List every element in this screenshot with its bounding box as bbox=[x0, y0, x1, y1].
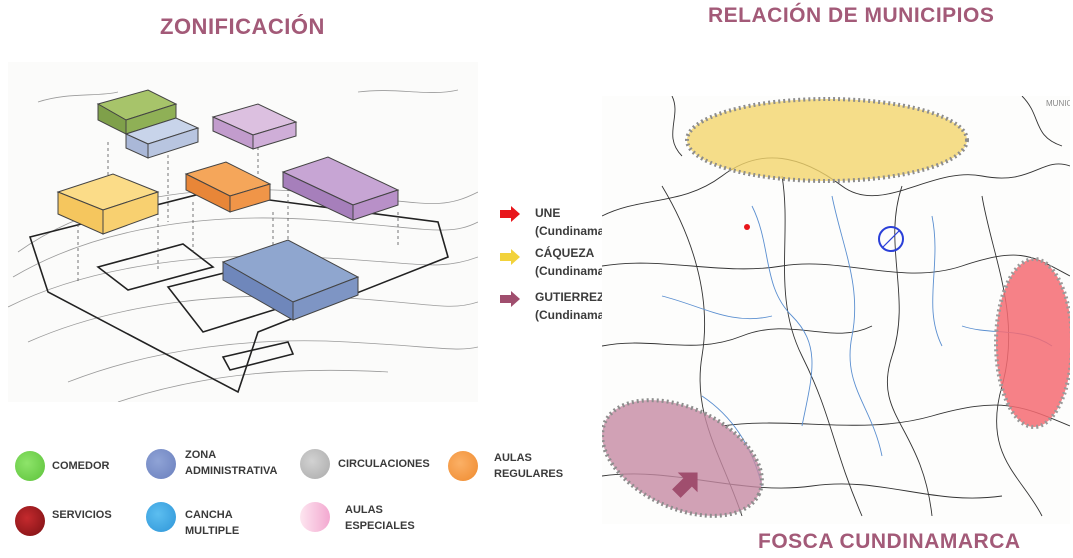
relacion-title: RELACIÓN DE MUNICIPIOS bbox=[708, 4, 995, 27]
circulaciones-swatch bbox=[300, 449, 330, 479]
municipal-map-drawing: MUNIC bbox=[600, 60, 1073, 518]
legend-servicios: SERVICIOS bbox=[52, 509, 112, 521]
fosca-location-marker bbox=[878, 226, 904, 252]
zoning-axonometric-drawing bbox=[7, 89, 479, 403]
legend-aulas-regulares: AULAS REGULARES bbox=[494, 452, 564, 480]
map-corner-label: MUNIC bbox=[1046, 99, 1070, 108]
comedor-block bbox=[96, 89, 178, 135]
aulas-especiales-block-1 bbox=[211, 103, 298, 150]
aulas-regulares-swatch bbox=[448, 451, 478, 481]
zonificacion-title: ZONIFICACIÓN bbox=[160, 14, 325, 39]
caqueza-highlight bbox=[685, 97, 969, 183]
legend-cancha-multiple: CANCHA MULTIPLE bbox=[185, 509, 240, 537]
mauve-up-right-arrow-icon bbox=[672, 472, 698, 498]
zoning-sketch bbox=[7, 62, 479, 403]
zona-administrativa-block bbox=[221, 239, 360, 321]
aulas-regulares-block-orange bbox=[184, 161, 272, 213]
municipality-name: CÁQUEZA bbox=[535, 246, 595, 260]
fosca-title: FOSCA CUNDINAMARCA bbox=[758, 530, 1021, 553]
aulas-especiales-swatch bbox=[300, 502, 330, 532]
cancha-multiple-swatch bbox=[146, 502, 176, 532]
town-dot bbox=[744, 224, 750, 230]
region-map: MUNIC bbox=[600, 60, 1073, 524]
zona-administrativa-swatch bbox=[146, 449, 176, 479]
legend-zona-administrativa: ZONA ADMINISTRATIVA bbox=[185, 449, 278, 477]
yellow-arrow-icon bbox=[500, 249, 520, 265]
une-highlight bbox=[994, 257, 1073, 429]
legend-comedor: COMEDOR bbox=[52, 460, 110, 472]
legend-aulas-especiales: AULAS ESPECIALES bbox=[345, 504, 415, 532]
servicios-swatch bbox=[15, 506, 45, 536]
aulas-regulares-block-yellow bbox=[56, 173, 160, 235]
red-arrow-icon bbox=[500, 206, 520, 222]
gutierrez-highlight bbox=[600, 398, 764, 518]
mauve-arrow-icon bbox=[500, 291, 520, 307]
legend-circulaciones: CIRCULACIONES bbox=[338, 458, 430, 470]
municipality-name: GUTIERREZ bbox=[535, 290, 605, 304]
aulas-especiales-block-2 bbox=[281, 156, 400, 221]
comedor-swatch bbox=[15, 451, 45, 481]
circulaciones-block bbox=[124, 117, 200, 159]
municipality-name: UNE bbox=[535, 206, 561, 220]
